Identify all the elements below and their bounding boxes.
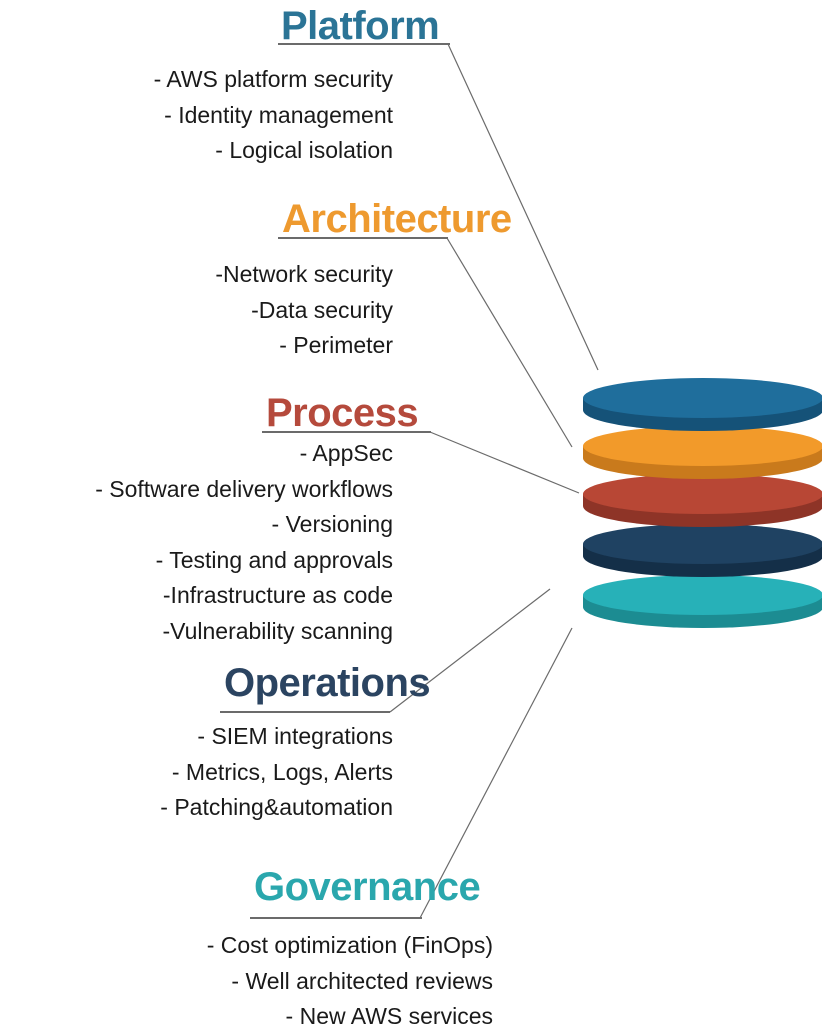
list-item: -Network security <box>215 261 393 287</box>
list-item: - AppSec <box>299 440 393 466</box>
operations-items: - SIEM integrations - Metrics, Logs, Ale… <box>160 719 393 826</box>
process-disk <box>583 474 822 527</box>
list-item: - Metrics, Logs, Alerts <box>171 758 393 785</box>
process-connector <box>429 431 580 494</box>
architecture-items: -Network security -Data security - Perim… <box>215 257 393 364</box>
platform-title: Platform <box>281 4 440 48</box>
architecture-connector <box>446 237 573 448</box>
governance-items: - Cost optimization (FinOps) - Well arch… <box>207 928 493 1035</box>
list-item: -Data security <box>251 296 393 323</box>
list-item: - Perimeter <box>279 332 393 358</box>
governance-title: Governance <box>254 865 481 909</box>
list-item: - Versioning <box>271 511 393 537</box>
platform-underline <box>278 43 450 45</box>
list-item: - SIEM integrations <box>197 723 393 749</box>
process-items: - AppSec - Software delivery workflows -… <box>95 436 393 649</box>
list-item: -Infrastructure as code <box>162 582 393 608</box>
platform-items: - AWS platform security - Identity manag… <box>154 62 393 169</box>
governance-underline <box>250 917 422 919</box>
list-item: - Logical isolation <box>215 137 393 163</box>
list-item: - AWS platform security <box>153 66 393 92</box>
operations-underline <box>220 711 390 713</box>
list-item: - Cost optimization (FinOps) <box>206 932 493 958</box>
list-item: -Vulnerability scanning <box>162 617 393 644</box>
platform-disk <box>583 378 822 431</box>
architecture-title: Architecture <box>282 197 512 241</box>
list-item: - Software delivery workflows <box>95 475 393 502</box>
operations-disk <box>583 524 822 577</box>
operations-title: Operations <box>224 661 431 705</box>
architecture-underline <box>278 237 448 239</box>
list-item: - Identity management <box>164 101 393 128</box>
list-item: - Well architected reviews <box>231 967 493 994</box>
architecture-disk <box>583 426 822 479</box>
process-underline <box>262 431 431 433</box>
process-title: Process <box>266 391 419 435</box>
list-item: - Patching&automation <box>160 794 393 820</box>
list-item: - New AWS services <box>285 1003 493 1029</box>
governance-disk <box>583 575 822 628</box>
governance-connector <box>419 627 573 919</box>
list-item: - Testing and approvals <box>155 546 393 573</box>
operations-connector <box>389 588 551 713</box>
platform-connector <box>447 43 599 371</box>
